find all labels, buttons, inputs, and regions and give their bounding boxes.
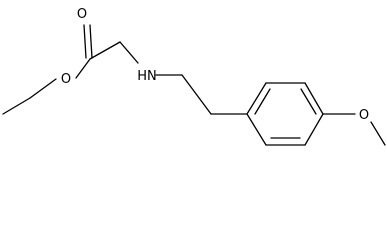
atom-label-ester-oxygen: O	[61, 72, 71, 87]
bond-carbonyl-ch2	[89, 41, 121, 60]
molecule-structure: O O HN O	[2, 7, 386, 146]
ring-bond-4	[304, 82, 324, 115]
bond-carbonyl-double-a	[83, 24, 87, 59]
bond-o-carbonyl-c	[75, 58, 91, 79]
bond-ch2-ch2	[181, 74, 212, 115]
ring-inner-bond-b	[300, 88, 317, 115]
bond-ethyl-ch2-o	[29, 78, 57, 99]
ring-bond-3	[304, 113, 324, 146]
atom-label-carbonyl-oxygen: O	[77, 7, 87, 22]
bond-o-ch3	[370, 121, 386, 146]
atom-label-amine: HN	[137, 69, 157, 84]
ring-bond-6	[246, 82, 267, 115]
atom-label-ether-oxygen: O	[359, 108, 369, 123]
bond-carbonyl-double-b	[89, 24, 93, 59]
bond-ch2-nh	[119, 41, 139, 64]
ring-bond-1	[246, 113, 267, 146]
ring-inner-bond-c	[254, 88, 271, 115]
bond-ethyl-ch3-ch2	[2, 97, 31, 115]
